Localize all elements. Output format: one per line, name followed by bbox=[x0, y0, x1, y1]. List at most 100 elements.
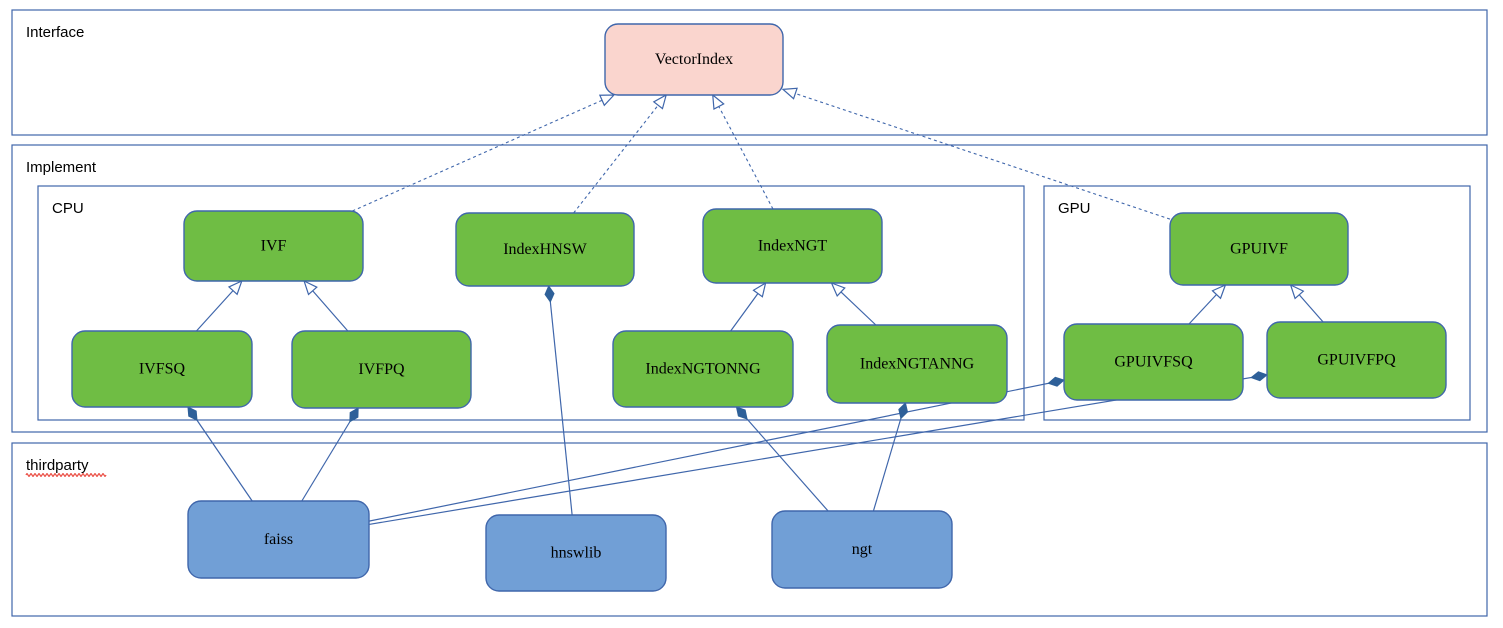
frame-implement: Implement bbox=[11, 144, 1488, 433]
node-vectorindex[interactable]: VectorIndex bbox=[604, 23, 784, 96]
edge-faiss-to-ivfsq bbox=[187, 406, 253, 502]
edge-line bbox=[573, 104, 659, 214]
node-box[interactable] bbox=[71, 330, 253, 408]
inheritance-arrowhead bbox=[303, 279, 318, 296]
node-box[interactable] bbox=[187, 500, 370, 579]
inheritance-arrowhead bbox=[752, 281, 767, 298]
edge-line bbox=[730, 293, 759, 332]
inheritance-arrowhead bbox=[227, 279, 243, 296]
edge-indexhnsw-to-vectorindex bbox=[573, 93, 668, 214]
frame-border-interface bbox=[11, 9, 1488, 136]
edge-gpuivfsq-to-gpuivf bbox=[1188, 283, 1227, 325]
composition-diamond bbox=[1250, 371, 1269, 382]
edge-indexngtanng-to-indexngt bbox=[830, 281, 877, 326]
frame-label-gpu: GPU bbox=[1058, 200, 1091, 217]
edge-line bbox=[187, 406, 253, 502]
node-gpuivfpq[interactable]: GPUIVFPQ bbox=[1266, 321, 1447, 399]
edge-faiss-to-ivfpq bbox=[301, 407, 359, 502]
composition-diamond bbox=[349, 407, 359, 423]
edge-ngt-to-indexngtanng bbox=[872, 402, 909, 512]
edge-line bbox=[718, 106, 774, 210]
node-indexngtanng[interactable]: IndexNGTANNG bbox=[826, 324, 1008, 404]
edge-line bbox=[301, 407, 359, 502]
composition-diamond bbox=[898, 402, 909, 420]
node-box[interactable] bbox=[702, 208, 883, 284]
composition-diamond bbox=[735, 406, 748, 420]
node-label: VectorIndex bbox=[655, 51, 733, 68]
edge-ngt-to-indexngtonng bbox=[735, 406, 829, 512]
edge-line bbox=[196, 290, 234, 332]
realization-arrowhead bbox=[712, 93, 725, 111]
composition-diamond bbox=[187, 406, 198, 422]
edge-gpuivf-to-vectorindex bbox=[781, 87, 1171, 220]
edge-ivfpq-to-ivf bbox=[303, 279, 349, 332]
node-gpuivfsq[interactable]: GPUIVFSQ bbox=[1063, 323, 1244, 401]
frame-label-thirdparty: thirdparty bbox=[26, 457, 89, 474]
edges-layer bbox=[187, 87, 1324, 526]
node-indexngtonng[interactable]: IndexNGTONNG bbox=[612, 330, 794, 408]
node-faiss[interactable]: faiss bbox=[187, 500, 370, 579]
realization-arrowhead bbox=[598, 94, 616, 107]
node-label: faiss bbox=[264, 531, 293, 548]
node-ivfsq[interactable]: IVFSQ bbox=[71, 330, 253, 408]
node-box[interactable] bbox=[604, 23, 784, 96]
node-label: ngt bbox=[852, 541, 873, 558]
node-box[interactable] bbox=[183, 210, 364, 282]
node-label: hnswlib bbox=[551, 545, 602, 562]
edge-ivf-to-vectorindex bbox=[352, 94, 616, 212]
node-box[interactable] bbox=[612, 330, 794, 408]
composition-diamond bbox=[544, 284, 555, 303]
node-label: IVFPQ bbox=[358, 361, 405, 378]
edge-line bbox=[548, 285, 573, 516]
node-label: GPUIVFPQ bbox=[1317, 352, 1396, 369]
frame-border-implement bbox=[11, 144, 1488, 433]
node-box[interactable] bbox=[485, 514, 667, 592]
frame-border-gpu bbox=[1043, 185, 1471, 421]
realization-arrowhead bbox=[652, 93, 668, 110]
edge-gpuivfpq-to-gpuivf bbox=[1289, 283, 1324, 323]
edge-line bbox=[795, 92, 1171, 220]
inheritance-arrowhead bbox=[1211, 283, 1227, 300]
node-label: IVF bbox=[261, 238, 287, 255]
frame-interface: Interface bbox=[11, 9, 1488, 136]
edge-line bbox=[1298, 294, 1324, 323]
frame-border-thirdparty bbox=[11, 442, 1488, 617]
node-box[interactable] bbox=[771, 510, 953, 589]
edge-indexngtonng-to-indexngt bbox=[730, 281, 767, 332]
node-box[interactable] bbox=[1063, 323, 1244, 401]
edge-hnswlib-to-indexhnsw bbox=[544, 284, 573, 516]
frame-label-implement: Implement bbox=[26, 159, 97, 176]
frame-gpu: GPU bbox=[1043, 185, 1471, 421]
node-box[interactable] bbox=[455, 212, 635, 287]
node-box[interactable] bbox=[1169, 212, 1349, 286]
edge-line bbox=[872, 402, 907, 512]
node-ngt[interactable]: ngt bbox=[771, 510, 953, 589]
node-ivfpq[interactable]: IVFPQ bbox=[291, 330, 472, 409]
edge-line bbox=[312, 290, 349, 332]
node-indexngt[interactable]: IndexNGT bbox=[702, 208, 883, 284]
node-box[interactable] bbox=[1266, 321, 1447, 399]
node-box[interactable] bbox=[291, 330, 472, 409]
edge-ivfsq-to-ivf bbox=[196, 279, 243, 332]
node-gpuivf[interactable]: GPUIVF bbox=[1169, 212, 1349, 286]
node-label: IndexNGTONNG bbox=[645, 361, 761, 378]
edge-line bbox=[352, 99, 603, 212]
edge-line bbox=[840, 291, 877, 326]
edge-line bbox=[1188, 294, 1217, 325]
inheritance-arrowhead bbox=[830, 281, 846, 297]
node-label: IVFSQ bbox=[139, 361, 186, 378]
node-label: IndexNGT bbox=[758, 238, 828, 255]
node-box[interactable] bbox=[826, 324, 1008, 404]
composition-diamond bbox=[1047, 376, 1065, 387]
spellcheck-underline bbox=[25, 473, 107, 477]
frame-label-cpu: CPU bbox=[52, 200, 84, 217]
edge-line bbox=[736, 406, 829, 512]
node-ivf[interactable]: IVF bbox=[183, 210, 364, 282]
node-indexhnsw[interactable]: IndexHNSW bbox=[455, 212, 635, 287]
frame-thirdparty: thirdparty bbox=[11, 442, 1488, 617]
node-hnswlib[interactable]: hnswlib bbox=[485, 514, 667, 592]
realization-arrowhead bbox=[781, 87, 798, 100]
